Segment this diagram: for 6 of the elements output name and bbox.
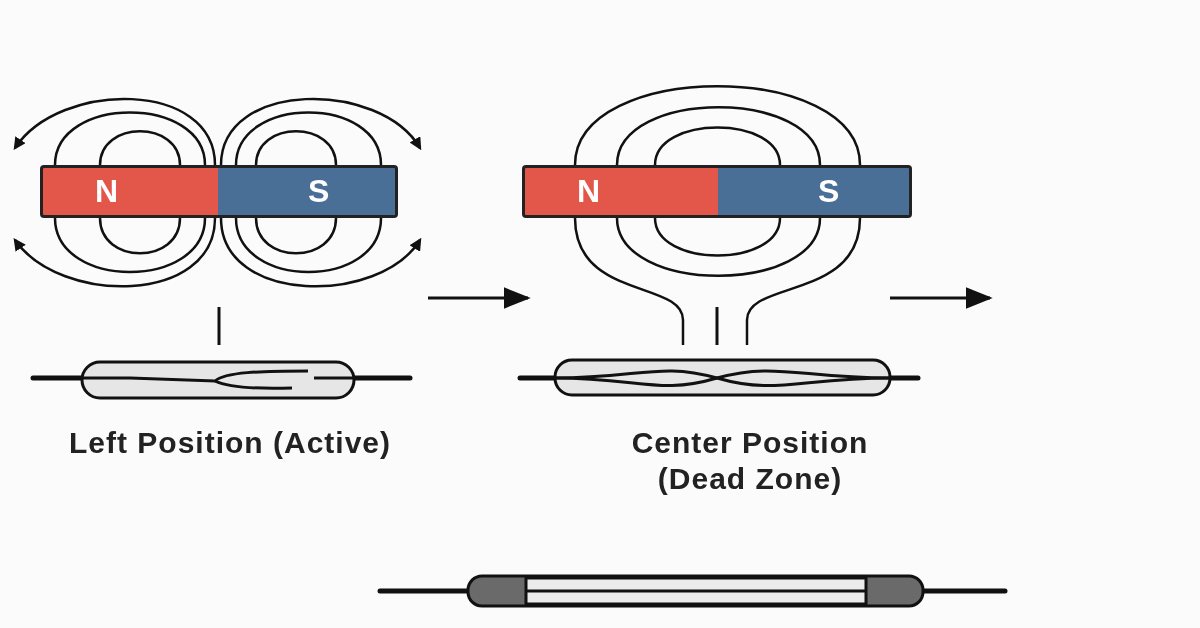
position-caption: Center Position (Dead Zone) — [630, 425, 870, 497]
magnet-pole: N — [40, 165, 221, 218]
magnet-pole: S — [718, 165, 912, 218]
position-caption: Left Position (Active) — [68, 425, 392, 461]
magnet-pole: S — [218, 165, 398, 218]
magnet-pole: N — [522, 165, 721, 218]
